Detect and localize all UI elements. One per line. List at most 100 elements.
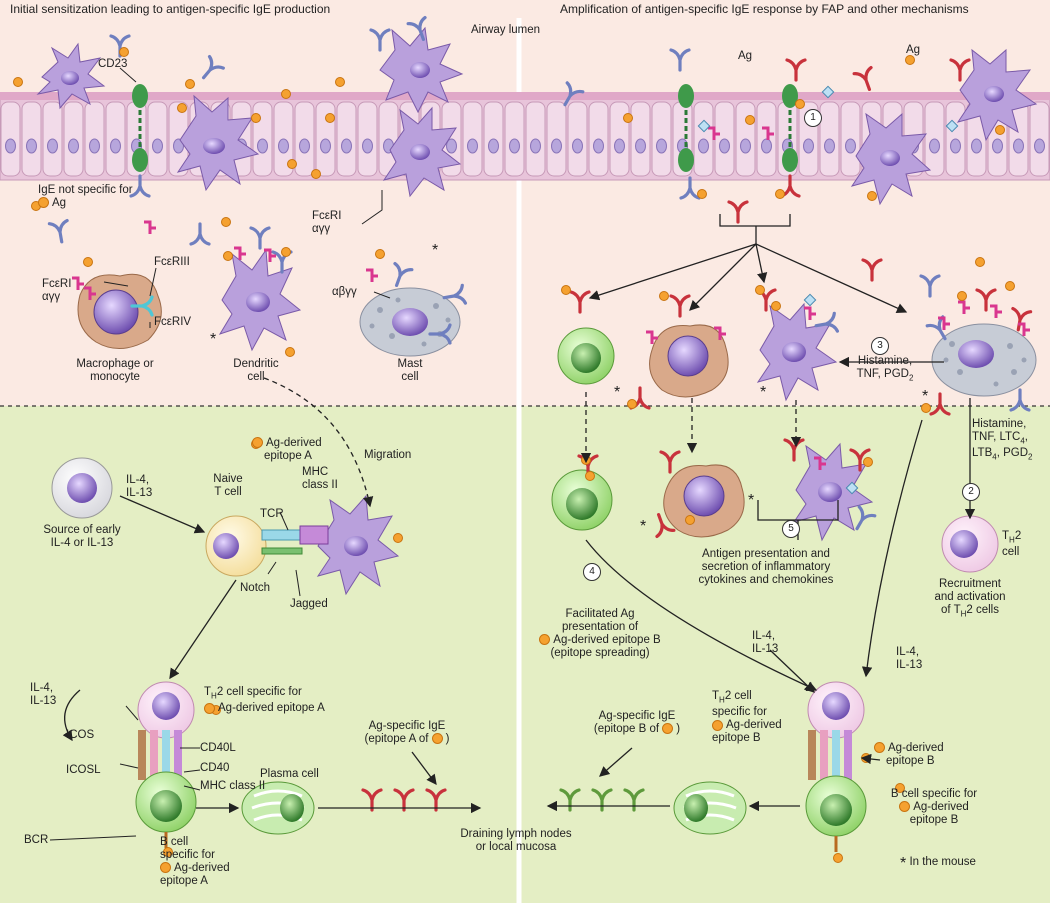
ige-antibody: [975, 288, 997, 312]
fceri-receptor: [366, 268, 378, 282]
abgg-label: αβγγ: [332, 286, 357, 298]
leader-lines: [49, 67, 391, 841]
ige-antibody: [249, 226, 271, 250]
epithelial-cell: [819, 101, 840, 177]
il4-label-3: IL-4,IL-13: [752, 630, 779, 655]
epithelial-cell: [63, 101, 84, 177]
b-cell-right-lower: [551, 469, 613, 531]
b-cell-epitope-a: [135, 771, 197, 848]
ag-label-1: Ag: [738, 50, 753, 62]
naive-t-cell: [205, 515, 303, 577]
antigen-particle: [561, 285, 571, 295]
fceri-receptor: [264, 248, 276, 262]
ag-specific-ige-b-label: Ag-specific IgE(epitope B of ): [593, 710, 681, 735]
antigen-particle: [895, 783, 905, 793]
epithelial-cell: [735, 101, 756, 177]
antigen-icon: [160, 862, 171, 874]
antigen-particle: [119, 47, 129, 57]
antigen-particle: [1005, 281, 1015, 291]
fceri-receptor: [958, 300, 970, 314]
fceri-receptor: [762, 126, 774, 140]
macrophage-or-monocyte: [77, 273, 162, 349]
dendritic-cell-lumen-top: [379, 26, 464, 114]
epithelial-cell: [315, 101, 336, 177]
epithelial-cell: [0, 101, 21, 177]
cd40l-label: CD40L: [200, 742, 236, 754]
antigen-fragment: [845, 481, 859, 495]
mouse-note: * In the mouse: [900, 855, 976, 872]
ige-antibody: [428, 323, 452, 345]
antigen-particle: [975, 257, 985, 267]
ige-antibody: [855, 505, 877, 531]
ige-antibody: [929, 392, 951, 416]
antigen-particle: [921, 403, 931, 413]
fceri-receptor: [234, 246, 246, 260]
antigen-icon: [539, 634, 551, 646]
epithelial-cell: [336, 101, 357, 177]
antigen-particle: [83, 257, 93, 267]
airway-lumen-label: Airway lumen: [471, 24, 541, 36]
antigen-particle: [13, 77, 23, 87]
asterisk-icon: *: [760, 384, 767, 401]
ige-antibody: [919, 274, 941, 298]
antigen-fragment: [697, 119, 711, 133]
epithelial-cell: [462, 101, 483, 177]
ige-antibody: [569, 290, 591, 314]
ige-antibody: [1009, 388, 1031, 412]
antigen-particle: [285, 347, 295, 357]
fceri-receptor: [990, 304, 1002, 318]
antigen-icon: [712, 719, 723, 731]
ige-antibody: [559, 788, 581, 812]
dendritic-cell-right-epithelium: [850, 112, 932, 206]
fceri-receptor: [84, 286, 96, 300]
ige-antibody: [861, 258, 883, 282]
epithelial-cell: [546, 101, 567, 177]
antigen-particle: [335, 77, 345, 87]
icosl-label: ICOSL: [66, 764, 101, 776]
mhc-class-ii-label: MHC class II: [200, 780, 266, 792]
cd23-label: CD23: [98, 58, 128, 70]
dendritic-cell-right-upper: [756, 302, 838, 402]
mast-cell-right: [931, 323, 1037, 397]
plasma-cell-right: [673, 781, 747, 835]
b-cell-right-upper: [557, 327, 615, 385]
fceri-receptor: [938, 316, 950, 330]
antigen-icon: [874, 742, 885, 754]
antigen-particle: [863, 457, 873, 467]
right-panel-header: Amplification of antigen-specific IgE re…: [560, 2, 969, 16]
ige-antibody: [669, 48, 691, 72]
epithelial-cell: [567, 101, 588, 177]
fceri-receptor: [72, 276, 84, 290]
antigen-fragment: [803, 293, 817, 307]
dendritic-cell-right-lower: [792, 442, 874, 542]
fceri-receptor: [144, 220, 156, 234]
fceri-receptor: [804, 306, 816, 320]
antigen-particle: [905, 55, 915, 65]
antigen-particles: [13, 47, 1015, 863]
cd23-transport: [132, 84, 148, 172]
antigen-icon: [38, 197, 49, 209]
fceriv-label: FcεRIV: [154, 316, 192, 328]
ige-antibody: [189, 222, 211, 246]
ige-antibody: [201, 54, 225, 80]
ige-antibody: [659, 450, 681, 474]
migration-label: Migration: [364, 449, 412, 461]
ige-antibody: [129, 174, 151, 198]
plasma-cell-left: [241, 781, 315, 835]
b-cell-epitope-b: [805, 775, 867, 852]
fceriii-label: FcεRIII: [154, 256, 190, 268]
macrophage-right-lower: [663, 464, 745, 538]
antigen-particle: [795, 99, 805, 109]
asterisk-icon: *: [748, 492, 755, 509]
macrophage-right-upper: [649, 324, 729, 398]
fceri-receptor: [714, 326, 726, 340]
epithelial-cell: [273, 101, 294, 177]
